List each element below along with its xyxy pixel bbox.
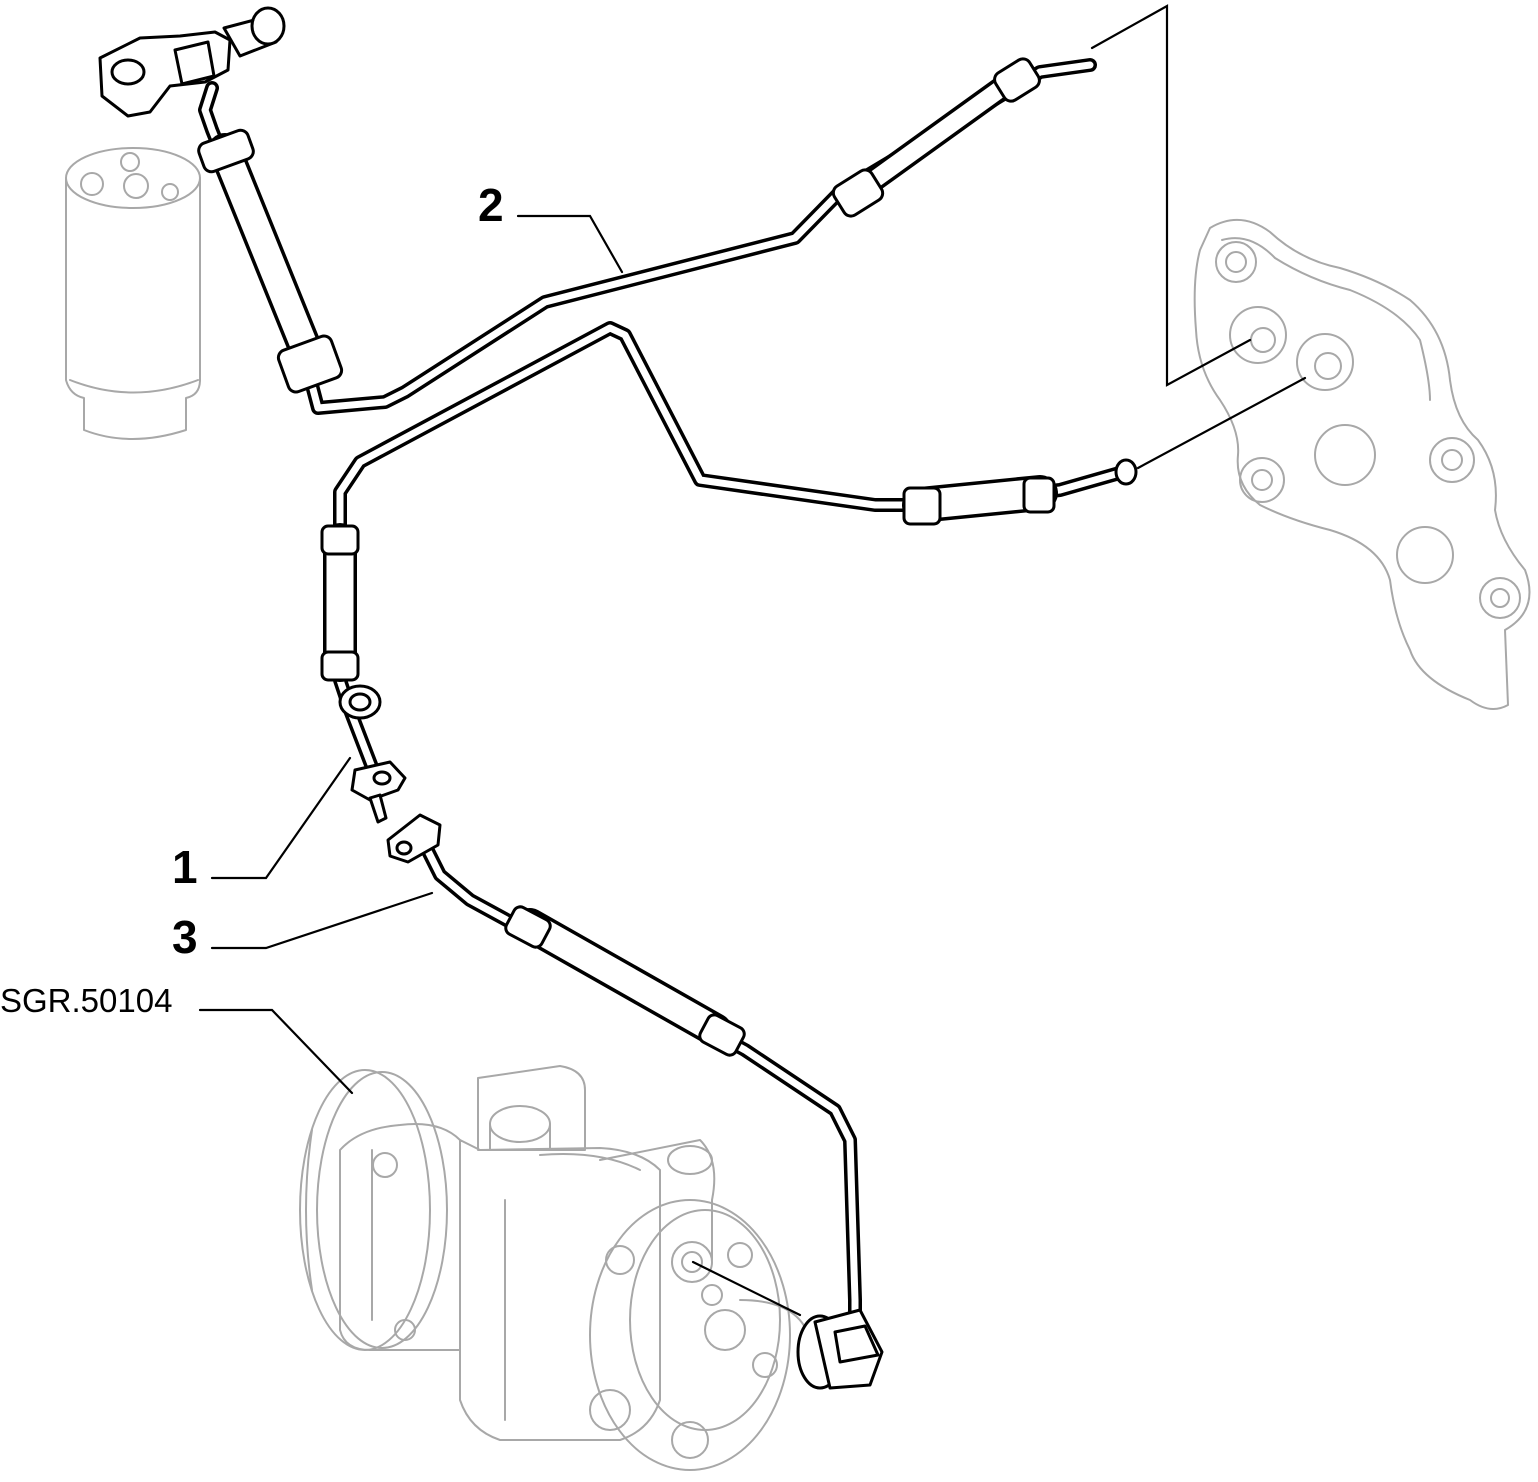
callout-2: 2 [478,179,504,231]
leader-2 [516,214,624,274]
leader-ref [198,1008,354,1095]
hose-2 [98,6,1097,415]
leader-evap-port [1136,376,1307,470]
compressor-ghost [299,1065,811,1471]
leader-comp-port [691,1260,802,1317]
leader-lines [198,4,1307,1317]
callout-3: 3 [172,911,198,963]
evaporator-flange-ghost [1193,218,1531,710]
leader-3 [210,891,434,950]
reference-code: SGR.50104 [0,982,173,1019]
hose-3 [386,813,884,1390]
leader-top-right [1090,4,1252,387]
hose-1 [320,321,1138,824]
receiver-drier-ghost [65,147,201,440]
leader-1 [210,756,352,880]
callout-1: 1 [172,841,198,893]
